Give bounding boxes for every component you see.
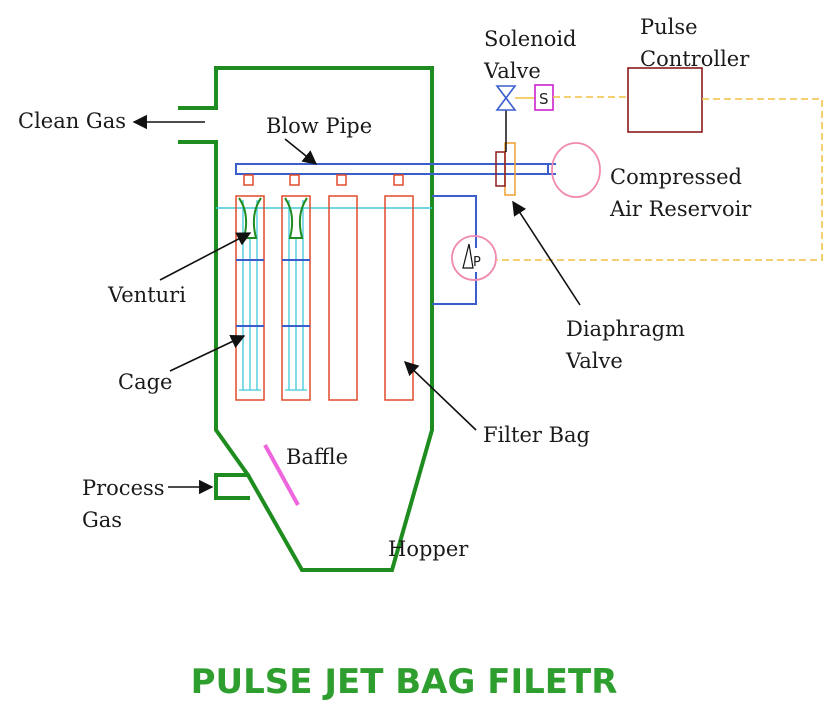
- filter-bag: [281, 195, 311, 401]
- diaphragm-valve: [495, 142, 516, 196]
- filter-bag: [328, 195, 358, 401]
- cage: [239, 200, 307, 391]
- label-venturi: Venturi: [107, 283, 186, 307]
- label-pulse-controller-2: Controller: [640, 47, 750, 71]
- pressure-gauge-symbol: P: [473, 255, 481, 270]
- solenoid-symbol: S: [539, 90, 549, 108]
- label-solenoid-valve-1: Solenoid: [484, 27, 577, 51]
- solenoid-valve: [495, 85, 517, 111]
- label-diaphragm-valve-1: Diaphragm: [566, 317, 685, 341]
- label-compressed-air-2: Air Reservoir: [609, 197, 752, 221]
- leader-arrows: [132, 114, 581, 495]
- label-hopper: Hopper: [388, 537, 469, 561]
- label-clean-gas: Clean Gas: [18, 109, 126, 133]
- label-compressed-air-1: Compressed: [610, 165, 742, 189]
- filter-bag: [384, 195, 414, 401]
- signal-lines: [497, 96, 823, 261]
- baffle: [263, 444, 300, 506]
- pressure-gauge: [451, 235, 497, 281]
- label-process-gas-1: Process: [82, 476, 165, 500]
- filter-bag: [235, 195, 265, 401]
- label-process-gas-2: Gas: [82, 508, 122, 532]
- compressed-air-reservoir: [551, 142, 601, 198]
- filter-housing: [178, 66, 434, 572]
- label-pulse-controller-1: Pulse: [640, 15, 698, 39]
- label-blow-pipe: Blow Pipe: [266, 114, 372, 138]
- venturi: [238, 197, 308, 239]
- blow-pipe: [235, 163, 549, 186]
- label-diaphragm-valve-2: Valve: [565, 349, 623, 373]
- pulse-controller: [627, 67, 703, 133]
- label-baffle: Baffle: [286, 445, 348, 469]
- diagram-title: PULSE JET BAG FILETR: [191, 662, 618, 702]
- filter-bags: [235, 195, 414, 401]
- label-filter-bag: Filter Bag: [483, 423, 590, 447]
- label-solenoid-valve-2: Valve: [483, 59, 541, 83]
- label-cage: Cage: [118, 370, 172, 394]
